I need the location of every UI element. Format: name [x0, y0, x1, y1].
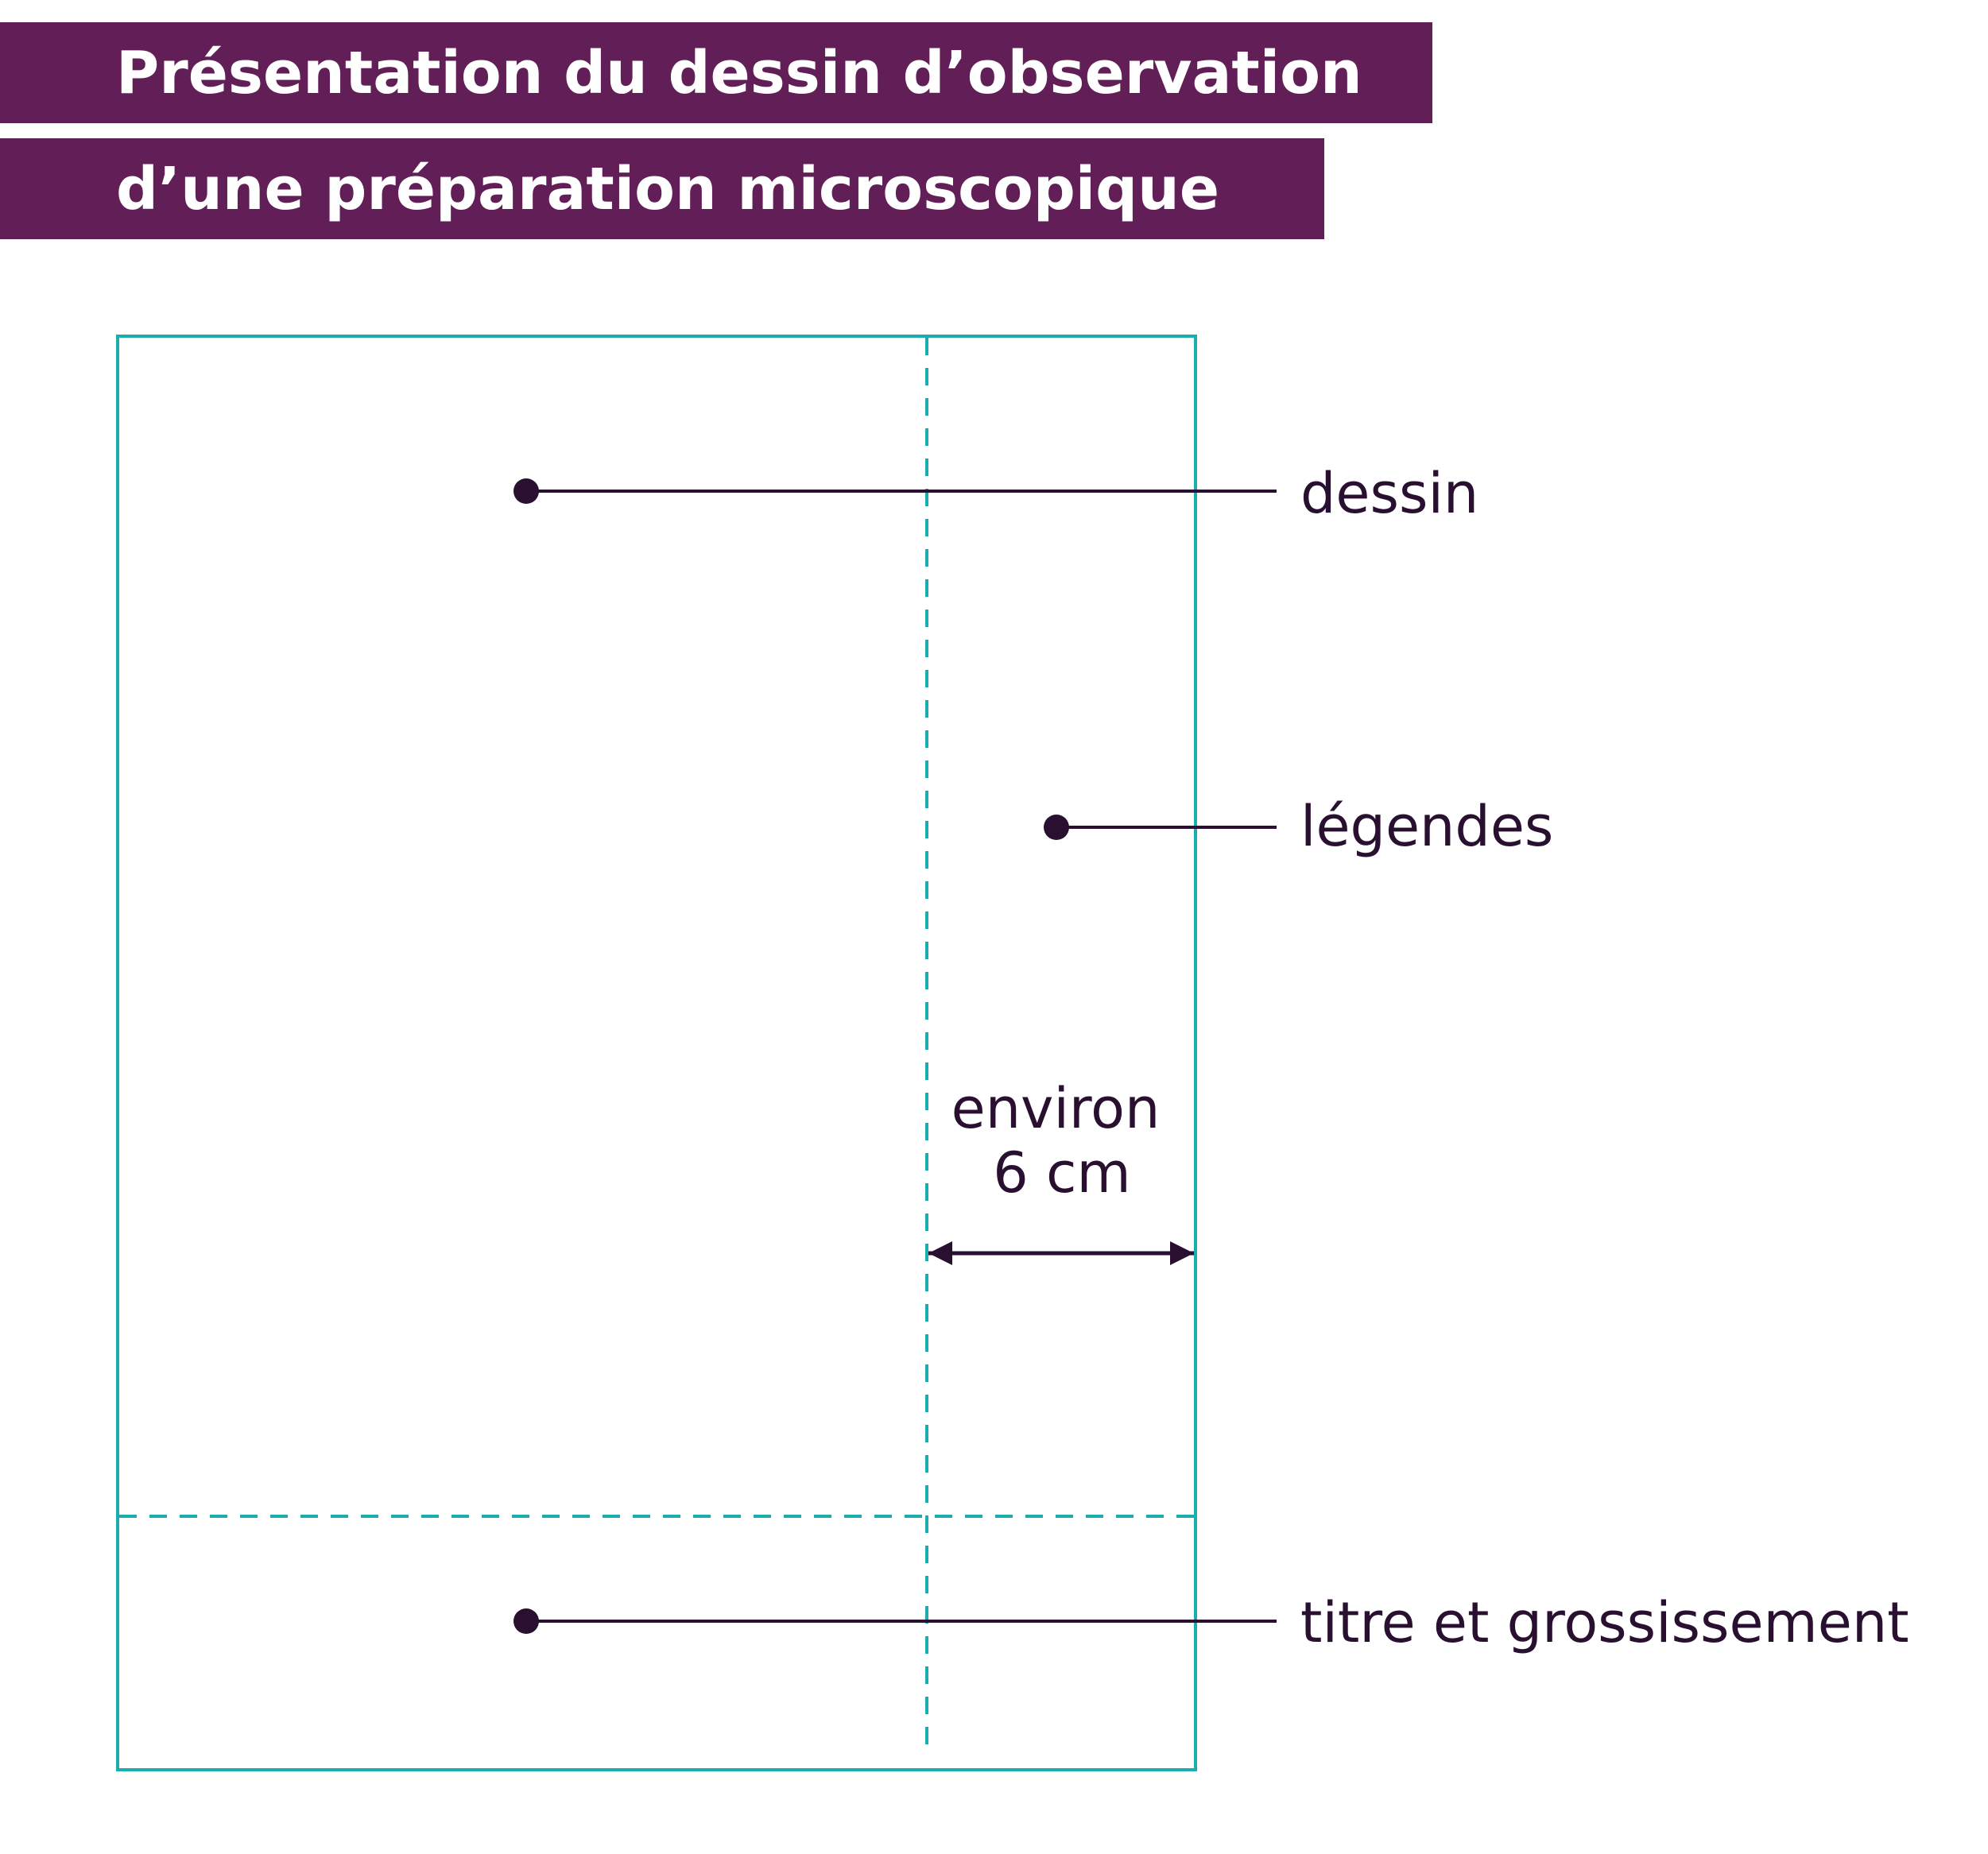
legends-label: légendes [1300, 794, 1553, 859]
legends-leader-dot [1044, 815, 1069, 840]
drawing-leader-dot [513, 478, 539, 504]
drawing-label: dessin [1300, 461, 1478, 526]
title-text-2: d’une préparation microscopique [116, 154, 1220, 223]
dimension-label-line-1: environ [951, 1076, 1161, 1141]
title-text-1: Présentation du dessin d’observation [116, 38, 1362, 107]
page-frame [116, 335, 1197, 1771]
title-line-1: Présentation du dessin d’observation [0, 22, 1432, 123]
title-leader-dot [513, 1608, 539, 1634]
title-magnification-label: titre et grossissement [1300, 1590, 1909, 1655]
title-line-2: d’une préparation microscopique [0, 138, 1324, 239]
dimension-label-line-2: 6 cm [993, 1140, 1130, 1206]
